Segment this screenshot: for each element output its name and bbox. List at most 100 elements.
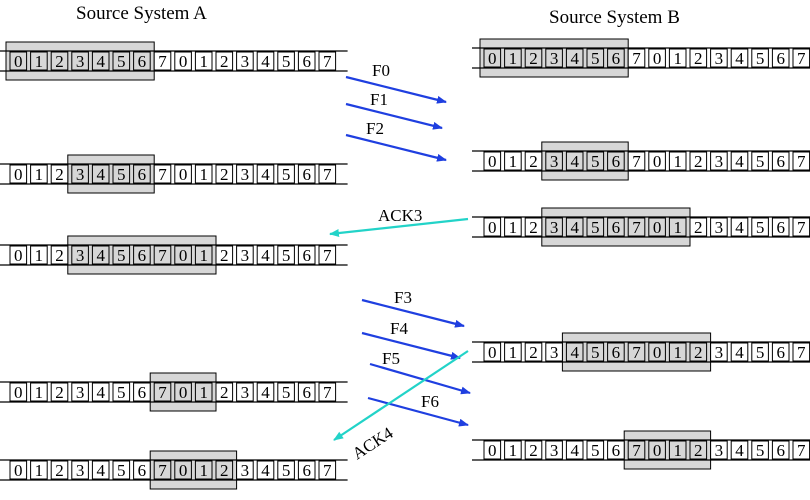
frame-arrow: F0 xyxy=(345,61,447,104)
frame-number: 2 xyxy=(529,218,538,237)
frame-number: 6 xyxy=(612,441,621,460)
frame-number: 2 xyxy=(55,461,64,480)
frame-cell xyxy=(277,460,295,480)
frame-number: 4 xyxy=(261,246,270,265)
frame-cell xyxy=(71,382,89,402)
frame-cell xyxy=(236,245,254,265)
frame-number: 3 xyxy=(550,218,559,237)
frame-number: 7 xyxy=(323,246,332,265)
frame-number: 0 xyxy=(653,152,662,171)
frame-cell xyxy=(277,382,295,402)
frame-number: 1 xyxy=(673,49,682,68)
frame-cell xyxy=(524,342,543,362)
frame-number: 1 xyxy=(509,218,518,237)
frame-cell xyxy=(112,164,131,184)
frame-number: 7 xyxy=(632,441,641,460)
frame-cell xyxy=(751,48,769,68)
frame-number: 6 xyxy=(138,246,147,265)
frame-cell xyxy=(174,460,192,480)
frame-cell xyxy=(607,217,625,237)
frame-cell xyxy=(627,151,646,171)
frame-number: 0 xyxy=(179,246,188,265)
frame-number: 1 xyxy=(199,246,208,265)
frame-cell xyxy=(565,217,584,237)
frame-number: 0 xyxy=(488,218,497,237)
frame-cell xyxy=(174,382,192,402)
frame-cell xyxy=(710,151,728,171)
frame-number: 5 xyxy=(282,165,291,184)
frame-number: 3 xyxy=(550,152,559,171)
frame-number: 4 xyxy=(96,52,105,71)
frame-cell xyxy=(112,245,131,265)
frame-number: 0 xyxy=(179,383,188,402)
frame-number: 1 xyxy=(673,218,682,237)
frame-cell xyxy=(153,51,172,71)
frame-number: 2 xyxy=(529,152,538,171)
frame-cell xyxy=(91,382,110,402)
frame-cell xyxy=(648,217,666,237)
frame-label: F6 xyxy=(421,392,439,411)
frame-number: 1 xyxy=(35,165,44,184)
frame-cell xyxy=(174,164,192,184)
frame-number: 1 xyxy=(509,343,518,362)
frame-number: 2 xyxy=(694,49,703,68)
frame-cell xyxy=(627,48,646,68)
frame-number: 5 xyxy=(117,383,126,402)
frame-number: 1 xyxy=(35,461,44,480)
frame-label: F1 xyxy=(370,90,388,109)
frame-cell xyxy=(524,440,543,460)
frame-cell xyxy=(565,48,584,68)
frame-number: 5 xyxy=(591,49,600,68)
frame-cell xyxy=(50,460,69,480)
frame-number: 5 xyxy=(282,52,291,71)
frame-number: 6 xyxy=(302,383,311,402)
frame-number: 5 xyxy=(591,152,600,171)
frame-number: 4 xyxy=(570,441,579,460)
frame-cell xyxy=(607,440,625,460)
frame-number: 2 xyxy=(694,218,703,237)
frame-label: F4 xyxy=(390,319,408,338)
frame-cell xyxy=(256,51,275,71)
frame-cell xyxy=(297,245,316,265)
frame-number: 0 xyxy=(653,49,662,68)
frame-cell xyxy=(194,164,213,184)
frame-number: 6 xyxy=(612,49,621,68)
frame-number: 6 xyxy=(302,52,311,71)
frame-cell xyxy=(710,440,728,460)
frame-number: 5 xyxy=(756,441,765,460)
frame-number: 3 xyxy=(76,246,85,265)
frame-number: 3 xyxy=(550,343,559,362)
frame-number: 4 xyxy=(570,152,579,171)
frame-cell xyxy=(648,440,666,460)
frame-cell xyxy=(751,342,769,362)
frame-cell xyxy=(194,245,213,265)
frame-number: 3 xyxy=(715,49,724,68)
frame-number: 3 xyxy=(241,52,250,71)
frame-number: 6 xyxy=(612,343,621,362)
frame-number: 6 xyxy=(776,152,785,171)
frame-number: 4 xyxy=(735,152,744,171)
frame-cell xyxy=(504,151,522,171)
frame-label: F5 xyxy=(382,349,400,368)
frame-number: 5 xyxy=(117,165,126,184)
frame-label: F0 xyxy=(372,61,390,80)
frame-number: 3 xyxy=(550,49,559,68)
frame-number: 7 xyxy=(632,152,641,171)
frame-number: 7 xyxy=(323,383,332,402)
frame-cell xyxy=(256,382,275,402)
frame-cell xyxy=(771,151,790,171)
frame-cell xyxy=(710,217,728,237)
frame-arrow: F1 xyxy=(345,90,443,130)
arrow-left-icon xyxy=(329,217,469,238)
frame-cell xyxy=(30,245,48,265)
frame-cell xyxy=(236,164,254,184)
frame-number: 7 xyxy=(323,461,332,480)
arrow-right-icon xyxy=(369,362,471,395)
frame-cell xyxy=(236,460,254,480)
frame-number: 4 xyxy=(96,246,105,265)
frame-cell xyxy=(318,164,337,184)
frame-cell xyxy=(30,51,48,71)
